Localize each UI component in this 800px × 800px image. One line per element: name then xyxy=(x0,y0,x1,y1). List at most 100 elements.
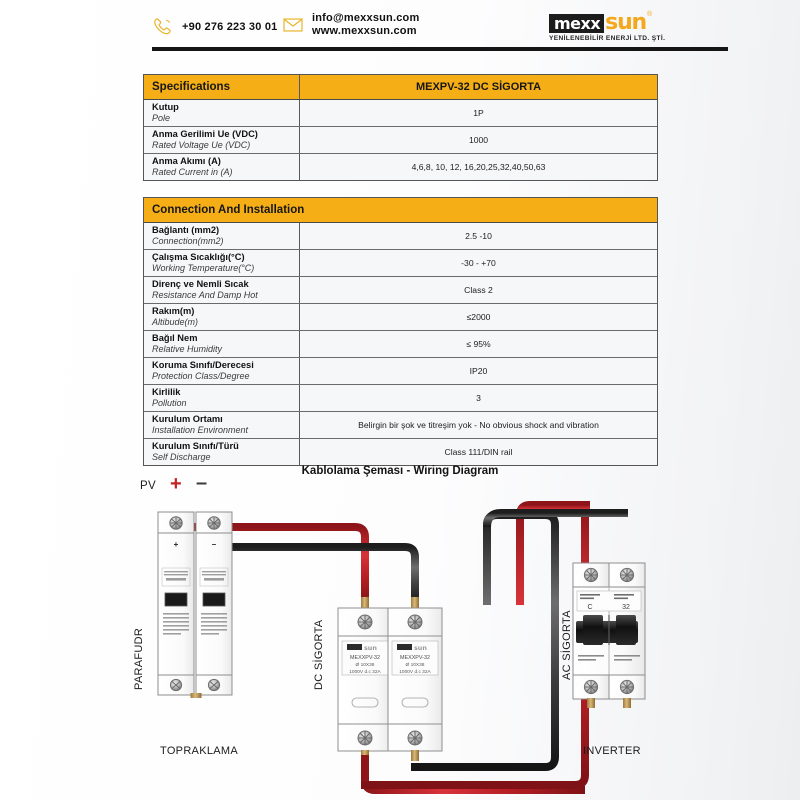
table-row: Direnç ve Nemli Sıcak Resistance And Dam… xyxy=(144,277,657,304)
diagram-canvas: + – xyxy=(157,497,646,794)
row-value: 4,6,8, 10, 12, 16,20,25,32,40,50,63 xyxy=(300,154,657,180)
svg-text:1000V d.c 32A: 1000V d.c 32A xyxy=(399,669,431,675)
row-label: Çalışma Sıcaklığı(°C) Working Temperatur… xyxy=(144,250,300,276)
row-value: 1000 xyxy=(300,127,657,153)
table-row: Bağıl Nem Relative Humidity ≤ 95% xyxy=(144,331,657,358)
table-row: Koruma Sınıfı/Derecesi Protection Class/… xyxy=(144,358,657,385)
row-label: Kurulum Ortamı Installation Environment xyxy=(144,412,300,438)
row-value: 3 xyxy=(300,385,657,411)
spd-device: + – xyxy=(157,511,233,696)
row-label: Bağlantı (mm2) Connection(mm2) xyxy=(144,223,300,249)
svg-text:Ø 10X38: Ø 10X38 xyxy=(356,662,375,668)
svg-text:MEXXPV-32: MEXXPV-32 xyxy=(400,655,430,661)
row-label: Bağıl Nem Relative Humidity xyxy=(144,331,300,357)
table-row: Kurulum Ortamı Installation Environment … xyxy=(144,412,657,439)
diagram-title: Kablolama Şeması - Wiring Diagram xyxy=(301,465,499,477)
dc-fuse-2: sun MEXXPV-32 Ø 10X38 1000V d.c 32A xyxy=(387,607,443,752)
spec-head-right: MEXPV-32 DC SİGORTA xyxy=(415,81,542,93)
row-label: Koruma Sınıfı/Derecesi Protection Class/… xyxy=(144,358,300,384)
connection-installation-table: Connection And Installation Bağlantı (mm… xyxy=(143,197,658,466)
label-en: Altibude(m) xyxy=(152,317,199,327)
table-row: Rakım(m) Altibude(m) ≤2000 xyxy=(144,304,657,331)
row-value: 2.5 -10 xyxy=(300,223,657,249)
logo-trademark-icon: ® xyxy=(647,11,653,18)
website-url: www.mexxsun.com xyxy=(312,24,417,37)
label-en: Rated Current in (A) xyxy=(152,167,233,177)
label-tr: Kurulum Sınıfı/Türü xyxy=(152,441,239,451)
row-value: 1P xyxy=(300,100,657,126)
label-en: Protection Class/Degree xyxy=(152,371,250,381)
row-label: Direnç ve Nemli Sıcak Resistance And Dam… xyxy=(144,277,300,303)
label-en: Rated Voltage Ue (VDC) xyxy=(152,140,251,150)
envelope-icon xyxy=(283,17,303,32)
logo-mexx-text: mexx xyxy=(549,14,605,33)
row-label: Kurulum Sınıfı/Türü Self Discharge xyxy=(144,439,300,465)
label-tr: Kirlilik xyxy=(152,387,181,397)
label-tr: Rakım(m) xyxy=(152,306,195,316)
label-inverter: INVERTER xyxy=(583,745,641,757)
wiring-diagram: Kablolama Şeması - Wiring Diagram xyxy=(0,455,800,800)
label-en: Pollution xyxy=(152,398,187,408)
row-label: Kirlilik Pollution xyxy=(144,385,300,411)
spec-head-left: Specifications xyxy=(144,75,300,99)
label-tr: Anma Gerilimi Ue (VDC) xyxy=(152,129,258,139)
label-en: Relative Humidity xyxy=(152,344,223,354)
label-en: Resistance And Damp Hot xyxy=(152,290,258,300)
label-tr: Çalışma Sıcaklığı(°C) xyxy=(152,252,245,262)
header-divider xyxy=(152,47,728,51)
ac-breaker-device: C 32 xyxy=(572,562,646,700)
table-row: Kurulum Sınıfı/Türü Self Discharge Class… xyxy=(144,439,657,465)
svg-text:C: C xyxy=(587,604,592,611)
logo-wordmark: mexx sun ® xyxy=(549,10,731,35)
table-header-row: Specifications MEXPV-32 DC SİGORTA xyxy=(144,75,657,100)
label-tr: Anma Akımı (A) xyxy=(152,156,221,166)
label-tr: Kurulum Ortamı xyxy=(152,414,223,424)
svg-text:Ø 10X38: Ø 10X38 xyxy=(406,662,425,668)
table-row: Anma Akımı (A) Rated Current in (A) 4,6,… xyxy=(144,154,657,180)
label-en: Installation Environment xyxy=(152,425,249,435)
specifications-table: Specifications MEXPV-32 DC SİGORTA Kutup… xyxy=(143,74,658,181)
table-row: Anma Gerilimi Ue (VDC) Rated Voltage Ue … xyxy=(144,127,657,154)
table-header-row: Connection And Installation xyxy=(144,198,657,223)
pv-label: PV xyxy=(140,480,156,492)
row-label: Kutup Pole xyxy=(144,100,300,126)
phone-number: +90 276 223 30 01 xyxy=(182,21,278,33)
logo-subtitle: YENİLENEBİLİR ENERJİ LTD. ŞTİ. xyxy=(549,35,666,42)
label-dc-sigorta: DC SİGORTA xyxy=(313,619,325,690)
phone-handset-icon xyxy=(154,18,171,35)
table-row: Kirlilik Pollution 3 xyxy=(144,385,657,412)
row-value: ≤ 95% xyxy=(300,331,657,357)
table-row: Kutup Pole 1P xyxy=(144,100,657,127)
logo-sun-text: sun xyxy=(605,10,647,35)
label-ac-sigorta: AC SİGORTA xyxy=(561,610,573,680)
row-label: Anma Akımı (A) Rated Current in (A) xyxy=(144,154,300,180)
row-label: Rakım(m) Altibude(m) xyxy=(144,304,300,330)
table-row: Bağlantı (mm2) Connection(mm2) 2.5 -10 xyxy=(144,223,657,250)
label-parafudr: PARAFUDR xyxy=(133,627,145,690)
company-logo: mexx sun ® YENİLENEBİLİR ENERJİ LTD. ŞTİ… xyxy=(549,10,731,42)
label-topraklama: TOPRAKLAMA xyxy=(160,745,238,757)
table-row: Çalışma Sıcaklığı(°C) Working Temperatur… xyxy=(144,250,657,277)
svg-text:+: + xyxy=(174,540,179,549)
email-address: info@mexxsun.com xyxy=(312,12,420,24)
row-value: IP20 xyxy=(300,358,657,384)
label-en: Self Discharge xyxy=(152,452,211,462)
email-lines: info@mexxsun.com www.mexxsun.com xyxy=(312,12,419,37)
label-tr: Koruma Sınıfı/Derecesi xyxy=(152,360,254,370)
svg-text:–: – xyxy=(212,540,217,549)
label-en: Pole xyxy=(152,113,171,123)
svg-text:MEXXPV-32: MEXXPV-32 xyxy=(350,655,380,661)
svg-text:1000V d.c 32A: 1000V d.c 32A xyxy=(349,669,381,675)
row-value: Class 111/DIN rail xyxy=(300,439,657,465)
row-value: -30 - +70 xyxy=(300,250,657,276)
label-tr: Bağıl Nem xyxy=(152,333,198,343)
contact-email: info@mexxsun.com www.mexxsun.com xyxy=(282,12,419,37)
dc-fuse-1: sun MEXXPV-32 Ø 10X38 1000V d.c 32A xyxy=(337,607,393,752)
svg-text:sun: sun xyxy=(414,644,427,652)
label-tr: Direnç ve Nemli Sıcak xyxy=(152,279,249,289)
pv-minus-terminal-label: – xyxy=(196,472,208,494)
svg-text:sun: sun xyxy=(364,644,377,652)
label-en: Connection(mm2) xyxy=(152,236,224,246)
row-value: Belirgin bir şok ve titreşim yok - No ob… xyxy=(300,412,657,438)
contact-phone: +90 276 223 30 01 xyxy=(152,16,277,38)
